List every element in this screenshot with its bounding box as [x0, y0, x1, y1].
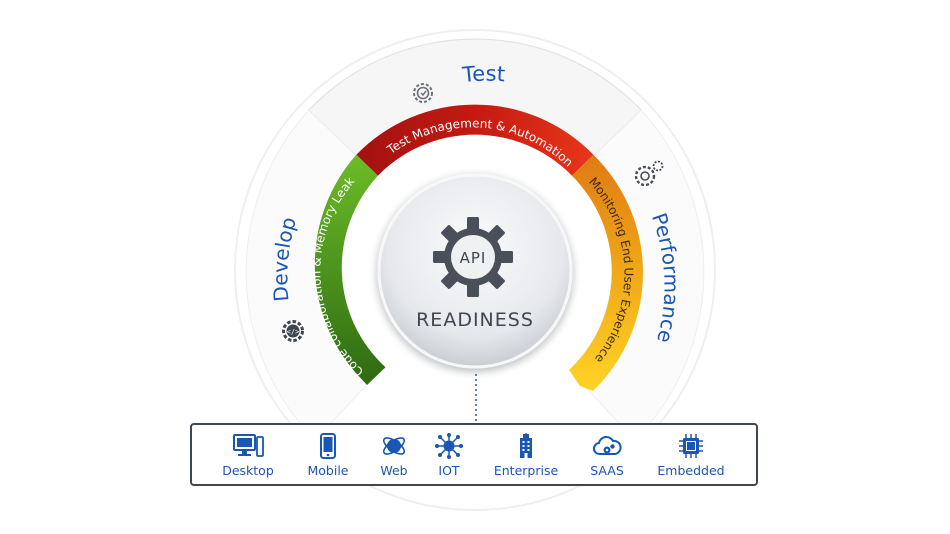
platform-desktop: Desktop	[212, 433, 284, 478]
platform-label: Desktop	[222, 463, 274, 478]
saas-icon	[593, 435, 622, 455]
platform-label: Enterprise	[493, 463, 559, 478]
center-badge: API	[460, 249, 487, 267]
platform-label: SAAS	[590, 463, 624, 478]
enterprise-icon	[520, 433, 532, 458]
outer-ring	[234, 29, 716, 511]
svg-text:</>: </>	[287, 328, 300, 336]
test-gear-icon	[413, 83, 433, 103]
platform-mobile: Mobile	[296, 433, 360, 478]
test-arc	[356, 104, 594, 176]
platform-enterprise: Enterprise	[486, 433, 566, 478]
iot-icon	[435, 433, 463, 459]
embedded-icon	[679, 434, 703, 458]
platform-label: Web	[380, 463, 408, 478]
desktop-icon	[233, 434, 264, 457]
test-phase-label: Test	[460, 62, 505, 88]
center-title: READINESS	[416, 309, 534, 331]
platforms-bar: Desktop Mobile Web	[190, 423, 758, 486]
mobile-icon	[320, 433, 336, 459]
platform-iot: IOT	[430, 433, 468, 478]
platform-label: Mobile	[307, 463, 349, 478]
platform-label: Embedded	[657, 463, 725, 478]
develop-arc	[314, 154, 386, 385]
web-icon	[382, 437, 406, 455]
api-gear-icon	[433, 217, 513, 297]
platform-web: Web	[374, 433, 414, 478]
platform-saas: SAAS	[584, 433, 630, 478]
performance-gears-icon	[634, 160, 664, 187]
develop-code-gear-icon: </>	[282, 320, 304, 342]
platform-embedded: Embedded	[650, 433, 732, 478]
performance-arc	[569, 154, 643, 391]
platform-label: IOT	[438, 463, 460, 478]
